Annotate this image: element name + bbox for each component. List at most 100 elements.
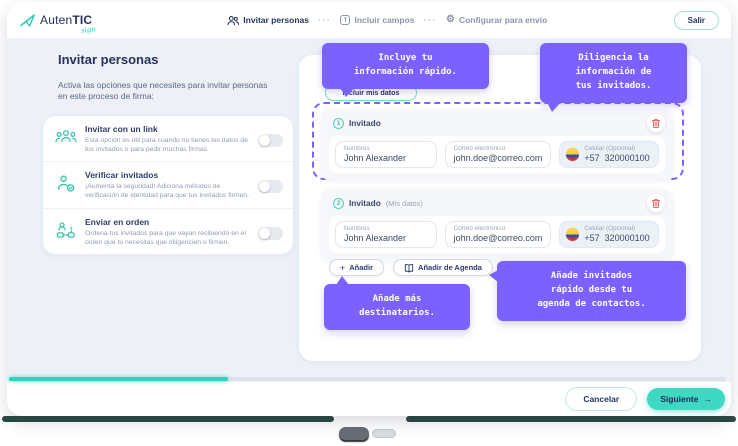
app-window: AutenTIC sign Invitar personas ··· T bbox=[7, 2, 731, 416]
next-button[interactable]: Siguiente → bbox=[647, 388, 725, 410]
order-icon bbox=[56, 221, 75, 238]
header: AutenTIC sign Invitar personas ··· T bbox=[7, 2, 731, 38]
phone-field[interactable]: Celular (Opcional) +57 320000100 bbox=[559, 141, 659, 168]
names-field-label: Nombres bbox=[344, 145, 370, 152]
names-field-label: Nombres bbox=[344, 225, 370, 232]
toggle-knob bbox=[259, 134, 270, 146]
option-title: Verificar invitados bbox=[85, 170, 159, 181]
progress-bar-fill bbox=[9, 377, 228, 381]
phone-field-label: Celular (Opcional) bbox=[584, 145, 636, 152]
option-description: ¡Aumenta la seguridad! Adiciona métodos … bbox=[85, 183, 249, 200]
tooltip-add-more-recipients: Añade más destinatarios. bbox=[324, 276, 470, 330]
email-field-label: Correo electrónico bbox=[453, 145, 506, 152]
tooltip-fill-invitees-info: Diligencia la información de tus invitad… bbox=[540, 43, 687, 112]
option-description: Ordena tus invitados para que vayan reci… bbox=[85, 229, 246, 246]
verify-person-icon bbox=[57, 175, 75, 192]
nav-step-invitar-personas[interactable]: Invitar personas bbox=[227, 15, 309, 26]
names-field-value: John Alexander bbox=[344, 153, 407, 163]
brand-script-word: sign bbox=[81, 25, 97, 35]
delete-invitee-button[interactable] bbox=[647, 194, 665, 212]
step-navigation: Invitar personas ··· T Incluir campos ··… bbox=[227, 15, 547, 26]
laptop-hinge-right bbox=[406, 416, 736, 422]
toggle-knob bbox=[259, 181, 270, 193]
paper-plane-logo-icon bbox=[20, 14, 35, 27]
add-invitee-button[interactable]: + Añadir bbox=[329, 259, 385, 276]
options-panel: Invitar personas Activa las opciones que… bbox=[42, 38, 294, 255]
invitee-number-badge: 1 bbox=[333, 117, 344, 129]
group-icon bbox=[55, 130, 77, 143]
nav-step-label: Invitar personas bbox=[243, 15, 309, 25]
invitee-card-header: 2 Invitado (Mis datos) bbox=[321, 189, 673, 216]
cancel-button[interactable]: Cancelar bbox=[565, 387, 638, 411]
toggle-enviar-en-orden[interactable] bbox=[258, 226, 283, 240]
arrow-right-icon: → bbox=[703, 394, 713, 404]
email-field-value: john.doe@correo.com bbox=[453, 233, 543, 243]
add-from-agenda-button[interactable]: Añadir de Agenda bbox=[393, 259, 493, 276]
agenda-book-icon bbox=[404, 263, 414, 273]
nav-step-configurar-envio[interactable]: ⚙ Configurar para envio bbox=[446, 15, 548, 26]
toggle-invitar-con-link[interactable] bbox=[258, 133, 283, 147]
people-icon bbox=[227, 15, 240, 25]
email-field-value: john.doe@correo.com bbox=[453, 153, 543, 163]
phone-field-value: +57 320000100 bbox=[584, 153, 650, 163]
trash-icon bbox=[651, 198, 661, 208]
page-subtitle: Activa las opciones que necesites para i… bbox=[58, 80, 268, 102]
colombia-flag-icon[interactable] bbox=[566, 147, 580, 161]
nav-separator-dots: ··· bbox=[317, 15, 332, 25]
phone-field-value: +57 320000100 bbox=[584, 233, 650, 243]
toggle-verificar-invitados[interactable] bbox=[258, 180, 283, 194]
names-field[interactable]: Nombres John Alexander bbox=[335, 221, 437, 248]
add-buttons-row: + Añadir Añadir de Agenda bbox=[329, 259, 493, 276]
option-text: Enviar en orden Ordena tus invitados par… bbox=[85, 217, 250, 247]
invitee-card-2: 2 Invitado (Mis datos) bbox=[321, 189, 673, 261]
option-invitar-con-link: Invitar con un link Esta opción es útil … bbox=[43, 116, 293, 161]
colombia-flag-icon[interactable] bbox=[566, 227, 580, 241]
option-text: Invitar con un link Esta opción es útil … bbox=[85, 124, 250, 154]
invitee-fields: Nombres John Alexander Correo electrónic… bbox=[329, 136, 665, 173]
option-verificar-invitados: Verificar invitados ¡Aumenta la segurida… bbox=[43, 161, 293, 207]
text-field-icon: T bbox=[340, 15, 351, 25]
content-area: Invitar personas Activa las opciones que… bbox=[7, 38, 731, 382]
nav-step-label: Configurar para envio bbox=[458, 15, 548, 25]
option-title: Enviar en orden bbox=[85, 216, 150, 227]
option-description: Esta opción es útil para cuando no tiene… bbox=[85, 136, 248, 154]
tooltip-add-from-agenda: Añade invitados rápido desde tu agenda d… bbox=[489, 261, 686, 321]
add-invitee-label: Añadir bbox=[349, 263, 374, 272]
add-from-agenda-label: Añadir de Agenda bbox=[418, 263, 482, 272]
invitee-suffix: (Mis datos) bbox=[385, 198, 423, 208]
option-title: Invitar con un link bbox=[85, 123, 158, 134]
invitee-fields: Nombres John Alexander Correo electrónic… bbox=[329, 216, 665, 253]
nav-step-label: Incluir campos bbox=[354, 15, 415, 25]
email-field-label: Correo electrónico bbox=[453, 225, 506, 232]
phone-field[interactable]: Celular (Opcional) +57 320000100 bbox=[559, 221, 659, 248]
nav-step-incluir-campos[interactable]: T Incluir campos bbox=[340, 15, 414, 25]
nav-separator-dots: ··· bbox=[423, 15, 437, 25]
toggle-knob bbox=[259, 227, 270, 239]
invitees-panel: Incluir mis datos 1 Invitado bbox=[299, 43, 701, 361]
plus-icon: + bbox=[340, 262, 346, 273]
exit-button[interactable]: Salir bbox=[673, 10, 719, 30]
page-title: Invitar personas bbox=[58, 52, 159, 67]
footer-bar: Cancelar Siguiente → bbox=[7, 382, 731, 416]
invitee-card-1: 1 Invitado Nombre bbox=[321, 109, 673, 181]
email-field[interactable]: Correo electrónico john.doe@correo.com bbox=[444, 141, 552, 168]
email-field[interactable]: Correo electrónico john.doe@correo.com bbox=[444, 221, 552, 248]
laptop-base-light-pill bbox=[372, 429, 396, 438]
invitee-label: Invitado bbox=[349, 118, 381, 128]
option-text: Verificar invitados ¡Aumenta la segurida… bbox=[85, 170, 250, 200]
names-field-value: John Alexander bbox=[344, 233, 407, 243]
brand-logo: AutenTIC sign bbox=[19, 12, 97, 35]
names-field[interactable]: Nombres John Alexander bbox=[335, 141, 437, 168]
delete-invitee-button[interactable] bbox=[647, 114, 665, 132]
laptop-base-dark-pill bbox=[339, 427, 369, 440]
invitee-number-badge: 2 bbox=[333, 197, 344, 209]
invitee-label: Invitado bbox=[349, 198, 381, 208]
option-enviar-en-orden: Enviar en orden Ordena tus invitados par… bbox=[43, 207, 293, 254]
trash-icon bbox=[651, 118, 661, 128]
tooltip-include-info: Incluye tu información rápido. bbox=[322, 43, 489, 97]
invitee-card-header: 1 Invitado bbox=[321, 109, 673, 136]
progress-bar-track bbox=[9, 377, 726, 381]
laptop-hinge-left bbox=[2, 416, 334, 422]
phone-field-label: Celular (Opcional) bbox=[584, 225, 636, 232]
